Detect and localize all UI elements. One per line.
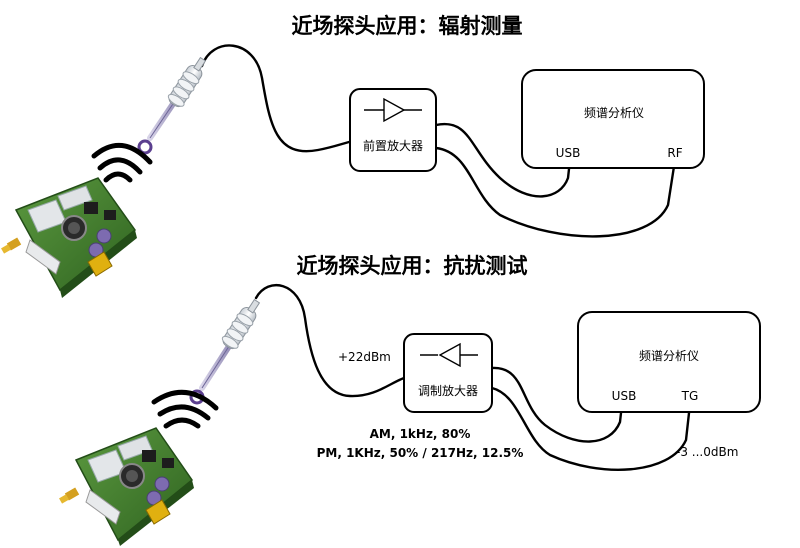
amplifier-triangle-icon (364, 97, 422, 123)
spectrum-analyzer-box: 频谱分析仪 USB TG (577, 311, 761, 413)
usb-cable (490, 366, 624, 443)
input-level-label: +22dBm (338, 350, 391, 364)
rf-cable (434, 146, 677, 238)
preamplifier-box: 前置放大器 (349, 88, 437, 172)
port-rf-label: RF (667, 146, 682, 160)
port-usb-label: USB (556, 146, 581, 160)
circuit-board-icon (59, 427, 194, 546)
port-tg-label: TG (681, 389, 699, 403)
circuit-board-icon (1, 177, 137, 298)
probe-cable (200, 44, 355, 153)
probe-cable (254, 283, 406, 398)
preamplifier-label: 前置放大器 (363, 138, 423, 153)
modulation-pm-label: PM, 1KHz, 50% / 217Hz, 12.5% (317, 446, 524, 460)
tg-level-label: -3 ...0dBm (676, 445, 738, 459)
radio-wave-icon (91, 142, 153, 183)
section-radiation-measurement: 近场探头应用：辐射测量 (1, 14, 705, 298)
spectrum-analyzer-box: 频谱分析仪 USB RF (521, 69, 705, 169)
analyzer-label: 频谱分析仪 (584, 106, 644, 120)
near-field-probe-icon (189, 298, 261, 405)
radio-wave-icon (151, 389, 219, 429)
section-title: 近场探头应用：抗扰测试 (297, 254, 528, 278)
section-title: 近场探头应用：辐射测量 (292, 14, 523, 38)
modulation-amplifier-label: 调制放大器 (418, 383, 478, 398)
near-field-probe-icon (137, 56, 207, 155)
modulation-am-label: AM, 1kHz, 80% (370, 427, 471, 441)
analyzer-label: 频谱分析仪 (639, 349, 699, 363)
modulation-amplifier-box: 调制放大器 (403, 333, 493, 413)
tg-cable (490, 386, 692, 471)
section-immunity-test: 近场探头应用：抗扰测试 (59, 254, 761, 546)
amplifier-triangle-icon (420, 342, 478, 368)
port-usb-label: USB (612, 389, 637, 403)
usb-cable (434, 122, 572, 198)
